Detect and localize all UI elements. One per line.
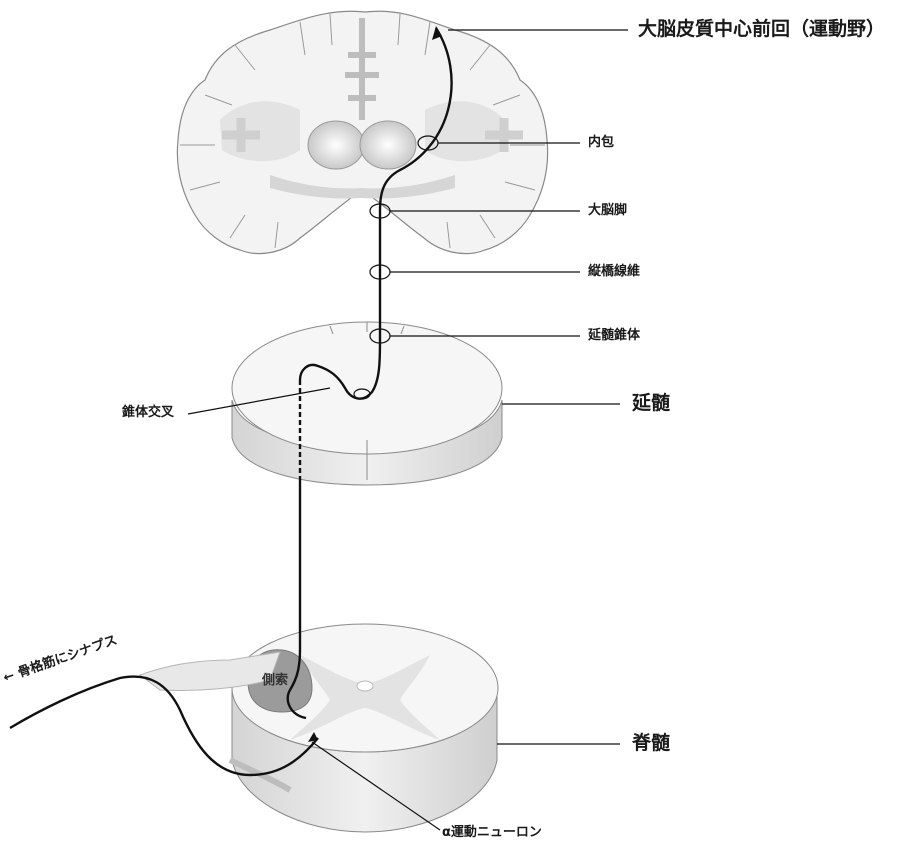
label-pyramidal-decussation: 錐体交叉 (122, 406, 174, 419)
thalamus-left (308, 121, 364, 169)
label-internal-capsule: 内包 (588, 136, 614, 149)
label-spinal-cord: 脊髄 (632, 734, 670, 753)
thalamus-right (360, 121, 416, 169)
medulla-disc (232, 322, 502, 485)
label-pontine-fibers: 縦橋線維 (588, 265, 640, 278)
label-medulla: 延髄 (632, 394, 670, 413)
label-cerebral-peduncle: 大脳脚 (588, 204, 627, 217)
spinal-cord-disc (140, 624, 498, 832)
medulla-top (232, 322, 502, 454)
brain-coronal-section (177, 11, 547, 253)
label-precentral-gyrus: 大脳皮質中心前回（運動野） (638, 20, 885, 39)
central-canal (357, 681, 373, 691)
label-alpha-motor-neuron: α運動ニューロン (442, 826, 542, 839)
label-lateral-funiculus: 側索 (262, 674, 288, 687)
label-medullary-pyramid: 延髄錐体 (588, 329, 640, 342)
